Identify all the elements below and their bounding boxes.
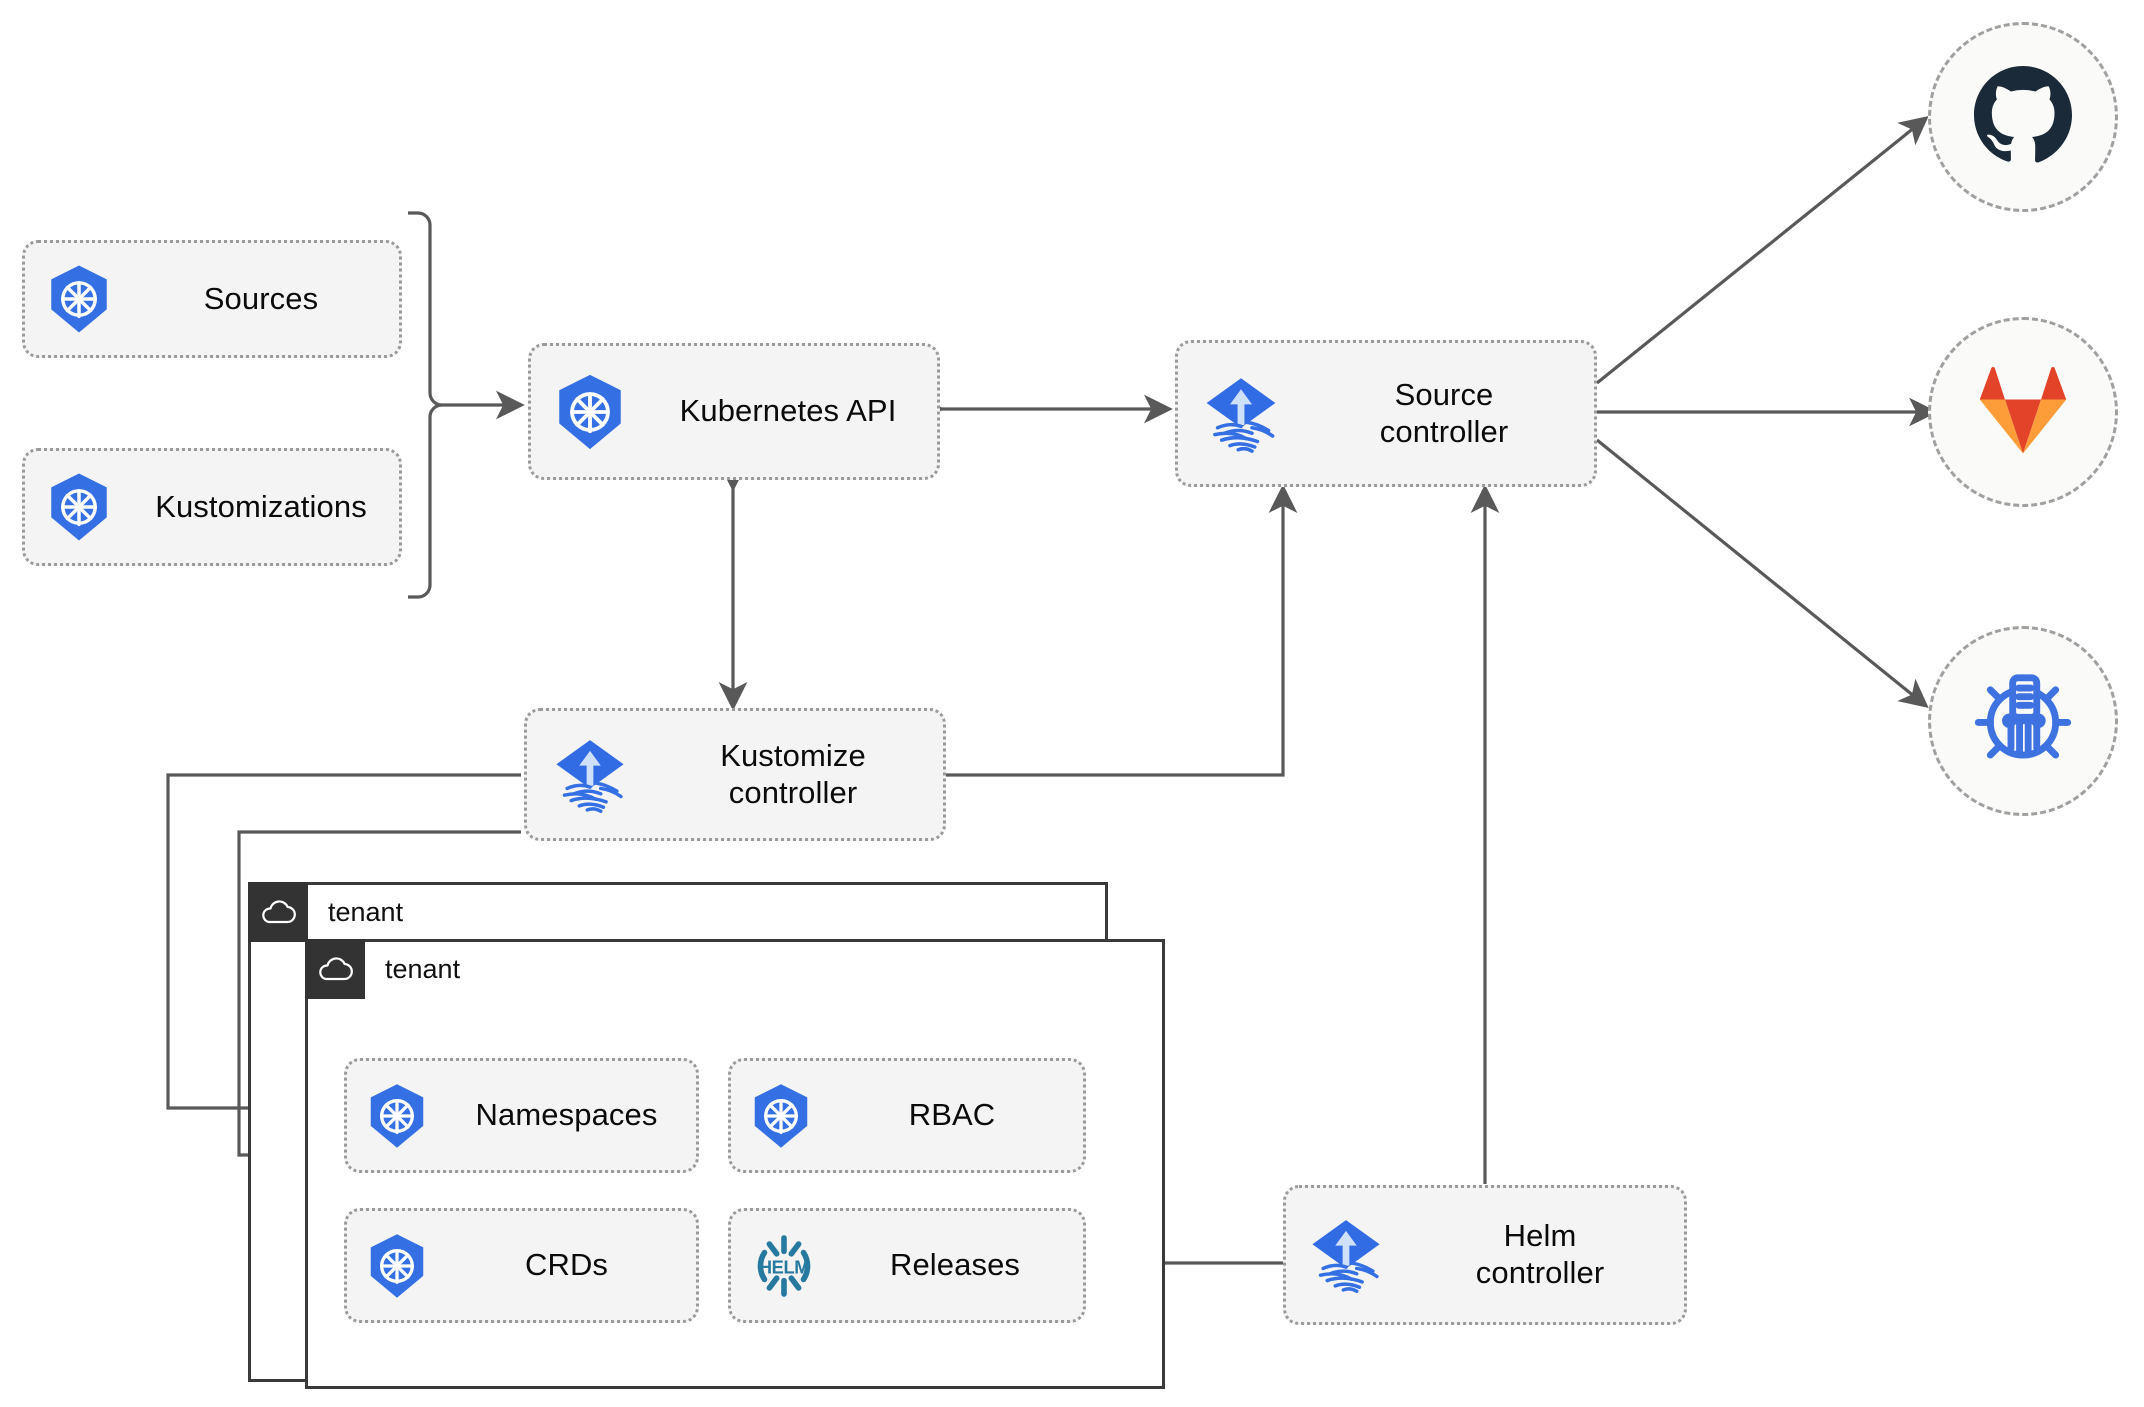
node-label: Source controller <box>1379 376 1509 449</box>
helm-icon: HELM <box>731 1227 837 1305</box>
tenant-label: tenant <box>385 953 461 984</box>
edge-source-registry <box>1595 438 1929 709</box>
node-kubernetes-api[interactable]: Kubernetes API <box>528 343 940 480</box>
edge-kustomize-source <box>945 484 1298 777</box>
node-label: Helm controller <box>1475 1218 1605 1290</box>
cloud-icon <box>305 939 365 999</box>
node-label: Kustomize controller <box>720 737 866 810</box>
node-label: RBAC <box>908 1097 996 1133</box>
external-gitlab[interactable] <box>1928 317 2118 507</box>
external-github[interactable] <box>1928 22 2118 212</box>
node-releases[interactable]: HELM Releases <box>728 1208 1086 1323</box>
github-icon <box>1967 59 2079 176</box>
node-label: Releases <box>889 1247 1021 1283</box>
node-crds[interactable]: CRDs <box>344 1208 699 1323</box>
node-label: Kustomizations <box>155 488 367 524</box>
flux-icon <box>1178 370 1304 458</box>
gitlab-icon <box>1971 360 2075 465</box>
external-registry[interactable] <box>1928 626 2118 816</box>
node-namespaces[interactable]: Namespaces <box>344 1058 699 1173</box>
node-kustomize-controller[interactable]: Kustomize controller <box>524 708 946 841</box>
kubernetes-icon <box>347 1081 447 1151</box>
svg-text:HELM: HELM <box>759 1256 809 1277</box>
node-label: Namespaces <box>475 1097 658 1133</box>
node-kustomizations[interactable]: Kustomizations <box>22 448 402 566</box>
node-label: CRDs <box>524 1247 609 1283</box>
kubernetes-icon <box>531 371 649 453</box>
flux-icon <box>527 732 653 818</box>
kubernetes-icon <box>25 262 133 336</box>
node-rbac[interactable]: RBAC <box>728 1058 1086 1173</box>
tenant-label: tenant <box>328 896 404 927</box>
kubernetes-icon <box>25 470 133 544</box>
kubernetes-icon <box>731 1081 831 1151</box>
brace-connector <box>408 211 525 599</box>
node-helm-controller[interactable]: Helm controller <box>1283 1185 1687 1325</box>
tenant-container-front[interactable]: tenant Namespaces <box>305 939 1165 1389</box>
node-label: Sources <box>203 280 319 316</box>
node-sources[interactable]: Sources <box>22 240 402 358</box>
flux-icon <box>1286 1212 1406 1298</box>
tenant-header: tenant <box>305 939 460 999</box>
kubernetes-icon <box>347 1231 447 1301</box>
tenant-header: tenant <box>248 882 403 942</box>
helm-registry-icon <box>1968 664 2078 779</box>
cloud-icon <box>248 882 308 942</box>
edge-source-github <box>1595 115 1929 385</box>
node-label: Kubernetes API <box>679 393 897 429</box>
node-source-controller[interactable]: Source controller <box>1175 340 1597 487</box>
